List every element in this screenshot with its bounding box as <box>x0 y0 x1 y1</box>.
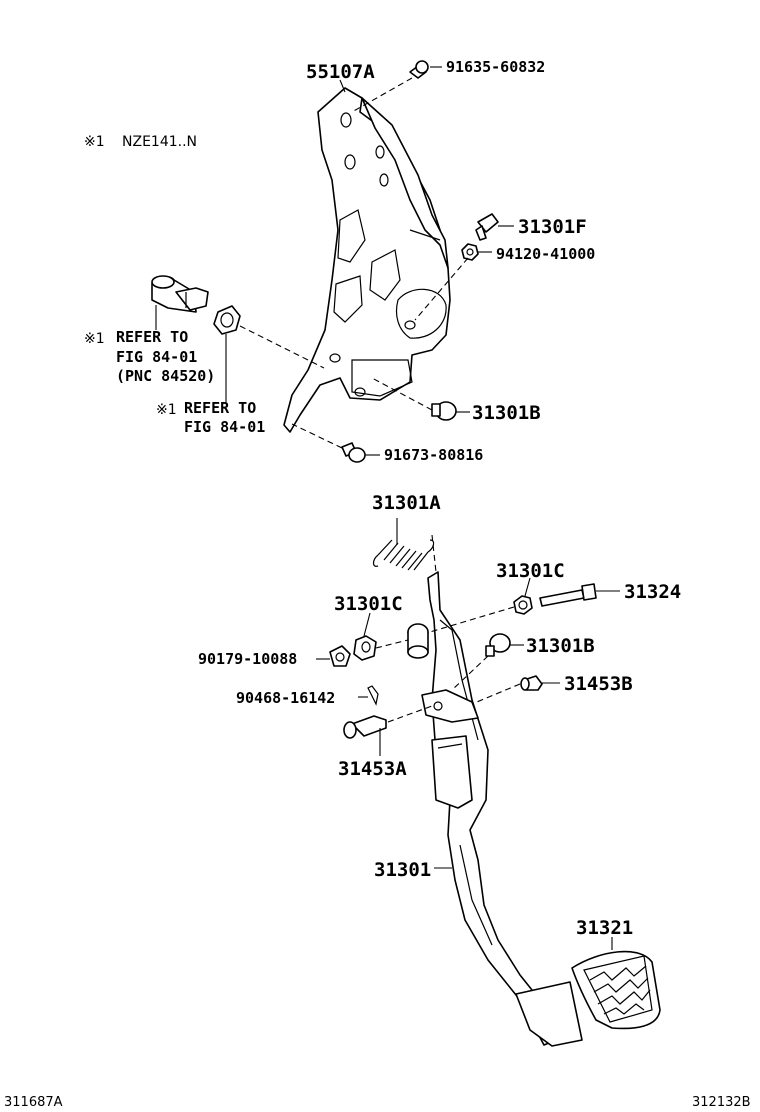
ref2-line2[interactable]: FIG 84-01 <box>184 418 265 436</box>
pin-31453B-drawing <box>471 675 560 705</box>
label-31301[interactable]: 31301 <box>374 859 431 881</box>
note-mark: ※1 <box>84 134 105 150</box>
screw-91673-80816-drawing <box>291 423 366 463</box>
ref2-line1[interactable]: REFER TO <box>184 399 256 417</box>
label-90179-10088[interactable]: 90179-10088 <box>198 650 297 668</box>
label-31453A[interactable]: 31453A <box>338 758 407 780</box>
footer-right-code: 312132B <box>692 1095 751 1110</box>
pin-31453A-drawing <box>343 705 433 756</box>
ref1-mark: ※1 <box>84 331 105 347</box>
cushion-31301B-upper-drawing <box>371 377 457 421</box>
label-31324[interactable]: 31324 <box>624 581 681 603</box>
pedal-arm-31301-drawing <box>407 571 583 1047</box>
ref1-line2[interactable]: FIG 84-01 <box>116 348 197 366</box>
ref1-line1[interactable]: REFER TO <box>116 328 188 346</box>
bolt-91635-60832-drawing <box>351 60 429 113</box>
note-text: NZE141..N <box>122 134 197 150</box>
label-94120-41000[interactable]: 94120-41000 <box>496 245 595 263</box>
label-31301F[interactable]: 31301F <box>518 216 587 238</box>
label-55107A[interactable]: 55107A <box>306 61 375 83</box>
clip-90468-16142-drawing <box>358 685 379 706</box>
label-31301B-upper[interactable]: 31301B <box>472 402 541 424</box>
nut-94120-41000-drawing <box>414 243 479 321</box>
stop-switch-drawing <box>151 275 209 330</box>
bolt-31301F-drawing <box>475 213 499 241</box>
label-31301B-lower[interactable]: 31301B <box>526 635 595 657</box>
cushion-nut-drawing <box>213 305 325 404</box>
label-31321[interactable]: 31321 <box>576 917 633 939</box>
label-91635-60832[interactable]: 91635-60832 <box>446 58 545 76</box>
label-31301C-left[interactable]: 31301C <box>334 593 403 615</box>
bushing-and-bolt-drawing <box>429 577 620 633</box>
footer-left-code: 311687A <box>4 1095 63 1110</box>
spring-31301A-drawing <box>372 518 437 573</box>
pedal-pad-31321-drawing <box>571 937 661 1030</box>
bracket-drawing <box>283 87 451 433</box>
ref2-mark: ※1 <box>156 402 177 418</box>
label-91673-80816[interactable]: 91673-80816 <box>384 446 483 464</box>
label-31301A[interactable]: 31301A <box>372 492 441 514</box>
label-31453B[interactable]: 31453B <box>564 673 633 695</box>
label-31301C-right[interactable]: 31301C <box>496 560 565 582</box>
label-90468-16142[interactable]: 90468-16142 <box>236 689 335 707</box>
ref1-line3[interactable]: (PNC 84520) <box>116 367 215 385</box>
cushion-31301B-lower-drawing <box>451 633 524 691</box>
left-bushing-collar-drawing <box>316 612 409 667</box>
upper-leader-lines <box>339 66 514 869</box>
